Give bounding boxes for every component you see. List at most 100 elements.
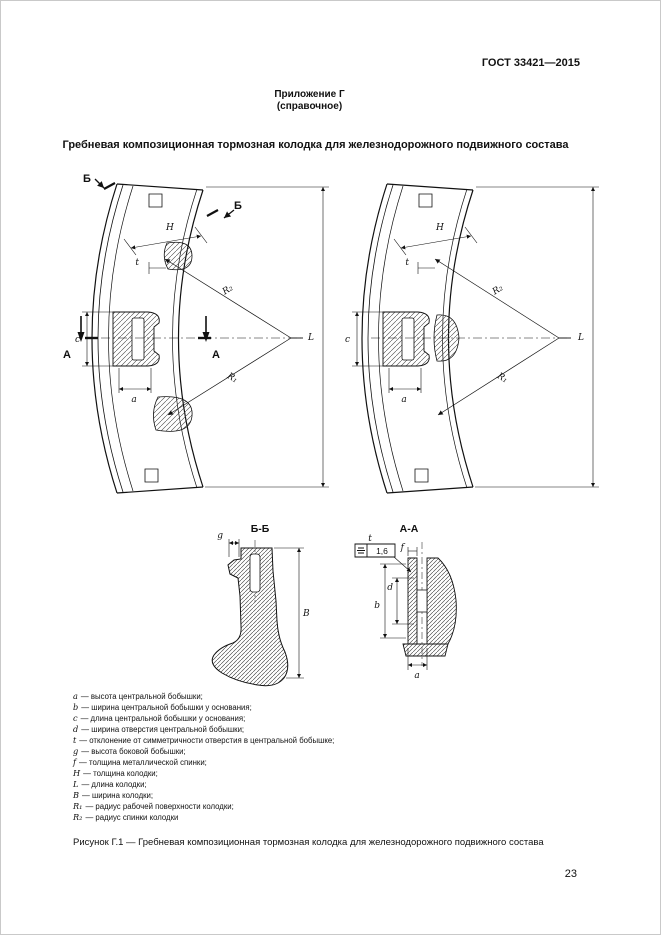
legend-symbol: H bbox=[73, 768, 81, 778]
ext-line bbox=[465, 227, 477, 243]
dim-label-R2: R₂ bbox=[220, 283, 235, 298]
friction-outer-arc bbox=[179, 190, 204, 487]
cut-plane-tick bbox=[104, 183, 115, 189]
view-arrow bbox=[95, 179, 104, 188]
legend-item: c— длина центральной бобышки у основания… bbox=[73, 713, 334, 724]
aa-flange bbox=[427, 558, 456, 644]
symmetry-symbol-icon bbox=[357, 548, 365, 553]
dim-label-a: a bbox=[401, 395, 406, 405]
section-bb bbox=[212, 539, 304, 686]
legend-text: — ширина колодки; bbox=[82, 791, 154, 800]
dim-label-L: L bbox=[307, 333, 314, 343]
legend-item: H— толщина колодки; bbox=[73, 768, 334, 779]
cut-plane-tick bbox=[207, 210, 218, 216]
section-aa bbox=[355, 542, 456, 670]
legend-symbol: a bbox=[73, 691, 78, 701]
legend-text: — ширина отверстия центральной бобышки; bbox=[81, 725, 245, 734]
bottom-end-cap bbox=[387, 487, 473, 493]
appendix-heading: Приложение Г (справочное) bbox=[1, 89, 618, 113]
dim-label-R1: R₁ bbox=[494, 371, 509, 386]
main-views-canvas: Б Б А А H t R₂ R₁ c a L bbox=[63, 173, 661, 516]
legend-item: g— высота боковой бобышки; bbox=[73, 746, 334, 757]
dim-L-left bbox=[205, 187, 329, 487]
legend-symbol: R₁ bbox=[73, 801, 83, 811]
legend-text: — толщина колодки; bbox=[83, 769, 158, 778]
right-view bbox=[352, 184, 599, 493]
top-lug bbox=[419, 194, 432, 207]
tolerance-box bbox=[355, 544, 395, 557]
left-view bbox=[77, 179, 330, 493]
legend: a— высота центральной бобышки; b— ширина… bbox=[73, 691, 334, 823]
legend-symbol: L bbox=[73, 779, 79, 789]
section-mark-a-label: А bbox=[63, 349, 71, 361]
central-boss-left bbox=[113, 312, 159, 366]
dim-label-b: b bbox=[374, 601, 380, 611]
legend-item: L— длина колодки; bbox=[73, 779, 334, 790]
section-mark-a-label: А bbox=[212, 349, 220, 361]
legend-text: — длина колодки; bbox=[81, 780, 147, 789]
legend-text: — ширина центральной бобышки у основания… bbox=[81, 703, 252, 712]
side-boss-bottom bbox=[153, 397, 192, 432]
figure-caption: Рисунок Г.1 — Гребневая композиционная т… bbox=[73, 837, 544, 848]
radius-line-r2 bbox=[165, 259, 291, 338]
dim-c-right bbox=[352, 312, 383, 366]
boss-slot-hole bbox=[402, 318, 414, 360]
legend-symbol: b bbox=[73, 702, 79, 712]
dim-b bbox=[380, 564, 406, 638]
bottom-end-cap bbox=[117, 487, 203, 493]
legend-text: — длина центральной бобышки у основания; bbox=[80, 714, 246, 723]
appendix-title: Приложение Г bbox=[274, 89, 345, 100]
dim-label-a: a bbox=[131, 395, 136, 405]
legend-text: — высота боковой бобышки; bbox=[81, 747, 186, 756]
radius-leaders-left bbox=[165, 259, 303, 415]
dim-label-a: a bbox=[414, 671, 419, 681]
radius-line-r1 bbox=[438, 338, 559, 415]
dim-label-d: d bbox=[387, 583, 393, 593]
dim-label-t: t bbox=[135, 258, 139, 268]
radius-line-r2 bbox=[435, 259, 559, 338]
aa-base bbox=[403, 644, 448, 656]
dim-a-left bbox=[119, 368, 151, 393]
dim-label-H: H bbox=[165, 223, 174, 233]
dim-f bbox=[408, 547, 417, 556]
legend-text: — радиус спинки колодки bbox=[85, 813, 179, 822]
top-lug bbox=[149, 194, 162, 207]
legend-symbol: c bbox=[73, 713, 78, 723]
figure-title: Гребневая композиционная тормозная колод… bbox=[62, 139, 569, 151]
view-arrow bbox=[224, 210, 234, 218]
dim-H-left bbox=[124, 227, 207, 255]
dim-L-right bbox=[475, 187, 599, 487]
friction-inner-arc bbox=[173, 189, 198, 488]
section-views-canvas: Б-Б g B bbox=[1, 523, 661, 696]
dim-label-B: B bbox=[302, 609, 310, 619]
legend-symbol: d bbox=[73, 724, 79, 734]
side-boss-top bbox=[164, 242, 192, 270]
bottom-lug bbox=[415, 469, 428, 482]
dim-label-R1: R₁ bbox=[224, 371, 239, 386]
section-B-marks bbox=[95, 179, 234, 218]
view-arrowhead bbox=[77, 332, 85, 342]
dim-label-g: g bbox=[217, 531, 223, 541]
dim-label-f: f bbox=[400, 543, 406, 553]
dim-H-right bbox=[394, 227, 477, 255]
legend-item: R₁— радиус рабочей поверхности колодки; bbox=[73, 801, 334, 812]
bb-slot-hole bbox=[250, 554, 260, 592]
tolerance-value: 1,6 bbox=[376, 546, 388, 556]
page-number: 23 bbox=[564, 868, 577, 880]
dim-d bbox=[392, 578, 414, 624]
top-end-cap bbox=[117, 184, 203, 190]
dim-line bbox=[131, 234, 201, 250]
dim-label-L: L bbox=[577, 333, 584, 343]
ext-line bbox=[124, 239, 136, 255]
top-end-cap bbox=[387, 184, 473, 190]
legend-item: t— отклонение от симметричности отверсти… bbox=[73, 735, 334, 746]
legend-item: f— толщина металлической спинки; bbox=[73, 757, 334, 768]
tolerance-frame bbox=[355, 544, 411, 572]
legend-item: a— высота центральной бобышки; bbox=[73, 691, 334, 702]
legend-text: — толщина металлической спинки; bbox=[79, 758, 207, 767]
aa-hole bbox=[417, 590, 427, 612]
section-aa-title: А-А bbox=[400, 523, 419, 535]
dim-g bbox=[229, 539, 239, 557]
dim-label-c: c bbox=[345, 335, 350, 345]
